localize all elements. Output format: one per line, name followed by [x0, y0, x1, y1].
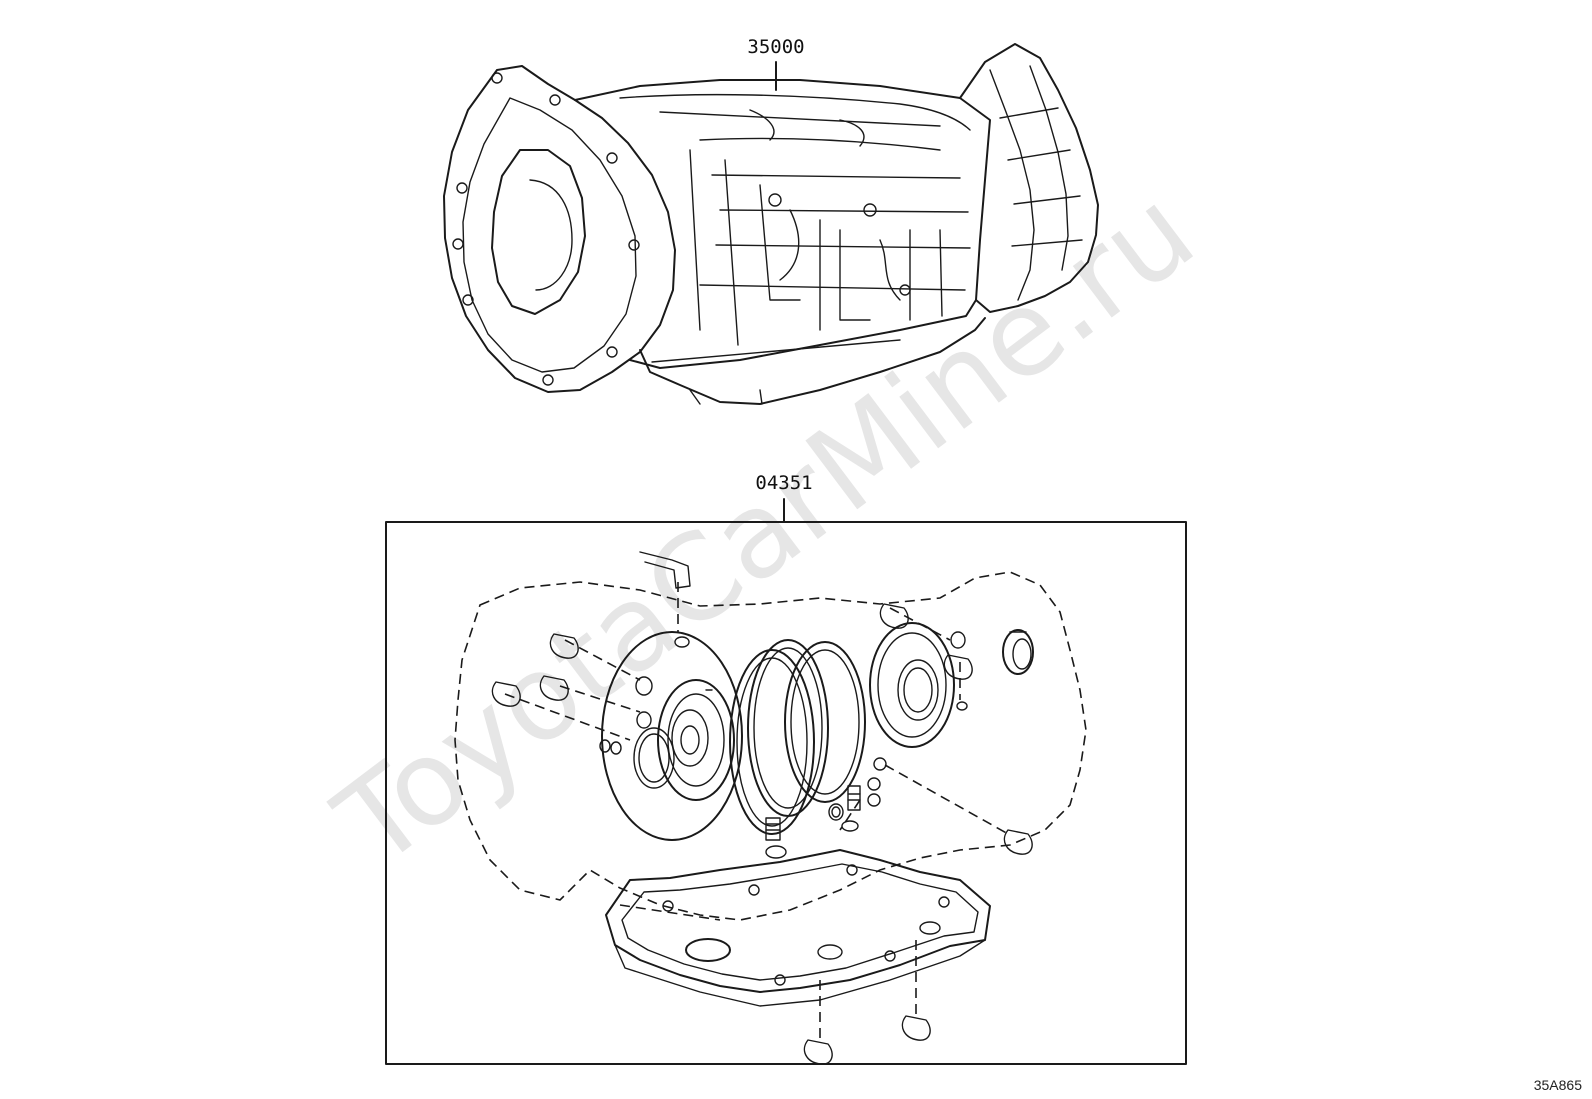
figure-code: 35A865	[1534, 1077, 1582, 1093]
kit-frame	[385, 521, 1187, 1065]
gasket-kit-illustration	[454, 551, 1087, 1065]
part-number-04351: 04351	[755, 472, 812, 494]
part-number-35000: 35000	[747, 36, 804, 58]
transmission-assembly-illustration	[443, 43, 1099, 405]
watermark-text: ToyotaCarMine.ru	[311, 162, 1218, 893]
